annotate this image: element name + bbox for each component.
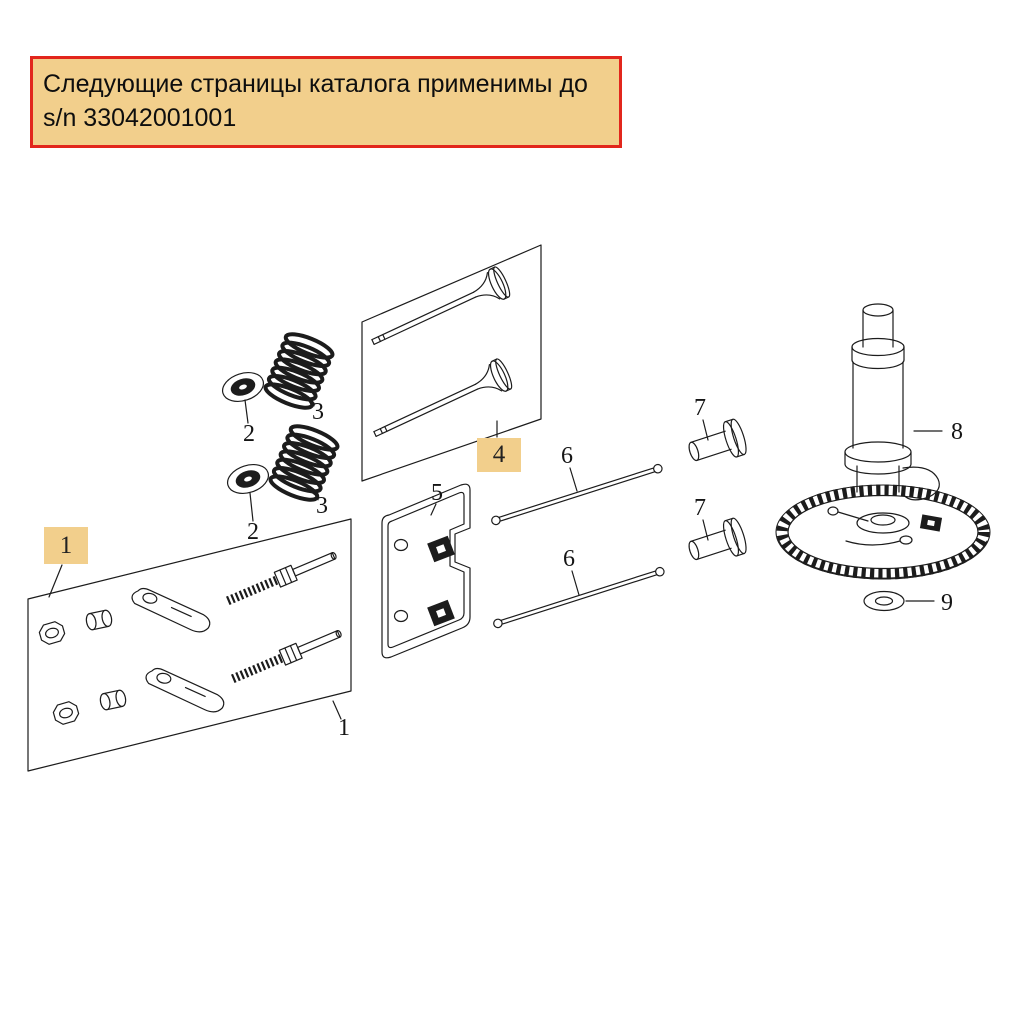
part-8-label: 8 bbox=[951, 419, 963, 445]
push-rod-top-drawing bbox=[491, 463, 663, 526]
part-2-label-top: 2 bbox=[243, 421, 255, 447]
rocker-stud-bottom-drawing bbox=[231, 629, 342, 683]
valves-box-drawing bbox=[361, 244, 542, 482]
camshaft-assembly-drawing bbox=[775, 303, 991, 580]
valve-spring-retainer-bottom-drawing bbox=[226, 464, 270, 494]
leader-line-part1 bbox=[332, 700, 342, 720]
part-3-label-top: 3 bbox=[312, 399, 324, 425]
thrust-washer-drawing bbox=[863, 590, 935, 612]
part-1-highlighted-callout[interactable]: 1 bbox=[44, 527, 88, 564]
plate-square-hole-top bbox=[427, 535, 455, 563]
rocker-stud-top-drawing bbox=[226, 551, 337, 605]
part-1-label: 1 bbox=[338, 715, 350, 741]
part-7-label-top: 7 bbox=[694, 395, 706, 421]
banner-line-2: s/n 33042001001 bbox=[43, 104, 237, 132]
leader-line-box1 bbox=[48, 564, 63, 598]
banner-line-1: Следующие страницы каталога применимы до bbox=[43, 70, 588, 98]
valve-bottom-drawing bbox=[373, 358, 513, 437]
hex-nut-top-drawing bbox=[38, 621, 66, 645]
part-6-label-top: 6 bbox=[561, 443, 573, 469]
rocker-arm-bottom-drawing bbox=[145, 667, 225, 713]
valve-guide-plate-drawing bbox=[381, 483, 471, 659]
part-2-label-bottom: 2 bbox=[247, 519, 259, 545]
plate-square-hole-bottom bbox=[427, 599, 455, 627]
part-6-label-bottom: 6 bbox=[563, 546, 575, 572]
gear-keyway bbox=[919, 514, 943, 532]
tappet-bottom-drawing bbox=[688, 517, 747, 561]
retainer-spring-leader-lines bbox=[244, 397, 319, 522]
valve-top-drawing bbox=[371, 266, 511, 345]
serial-applicability-banner: Следующие страницы каталога применимы до… bbox=[30, 56, 622, 148]
valve-spring-top-drawing bbox=[263, 332, 335, 410]
part-4-highlighted-callout[interactable]: 4 bbox=[477, 438, 521, 472]
rocker-arm-kit-drawing bbox=[27, 518, 352, 772]
pivot-nut-top-drawing bbox=[85, 609, 113, 631]
part-3-label-bottom: 3 bbox=[316, 493, 328, 519]
tappet-top-drawing bbox=[688, 418, 747, 462]
part-7-label-bottom: 7 bbox=[694, 495, 706, 521]
push-rod-leader-lines bbox=[569, 467, 580, 596]
part-9-label: 9 bbox=[941, 590, 953, 616]
pivot-nut-bottom-drawing bbox=[99, 689, 127, 711]
tappet-leader-lines bbox=[702, 419, 709, 541]
camshaft-gear-drawing bbox=[775, 484, 991, 580]
valve-spring-bottom-drawing bbox=[268, 424, 340, 502]
push-rod-bottom-drawing bbox=[493, 566, 665, 629]
valve-spring-retainer-top-drawing bbox=[221, 372, 265, 402]
part-5-label: 5 bbox=[431, 480, 443, 506]
part-number-labels: 2 2 3 3 5 6 6 7 7 8 9 1 bbox=[243, 395, 963, 741]
rocker-arm-top-drawing bbox=[131, 587, 211, 633]
hex-nut-bottom-drawing bbox=[52, 701, 80, 725]
leader-line-part5 bbox=[430, 503, 437, 516]
